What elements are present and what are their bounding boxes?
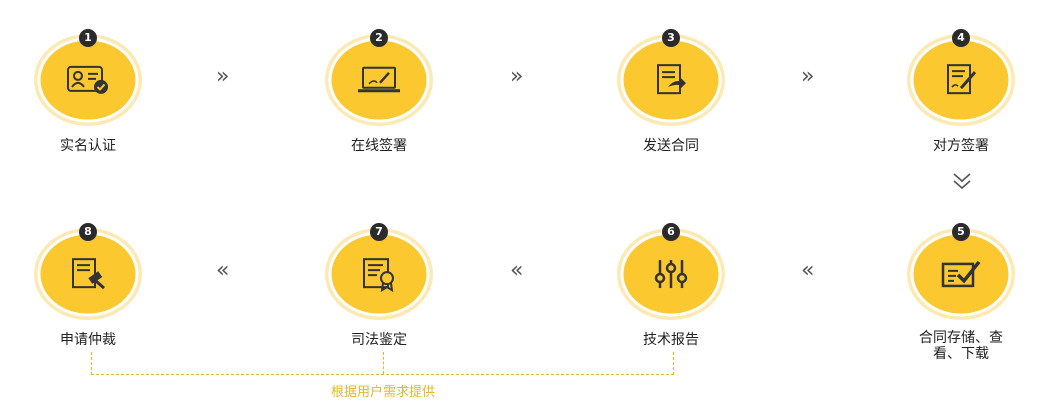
arrow-left-2: « — [510, 258, 524, 283]
bracket-note: 根据用户需求提供 — [330, 385, 435, 400]
step-number-badge: 8 — [79, 223, 97, 241]
step-number-badge: 5 — [952, 223, 970, 241]
step-8: 8 申请仲裁 — [8, 222, 168, 348]
document-pen-icon — [947, 64, 977, 95]
certificate-seal-icon — [363, 258, 394, 293]
step-label: 在线签署 — [351, 138, 407, 154]
equalizer-icon — [654, 260, 688, 289]
step-label: 合同存储、查看、下载 — [919, 330, 1003, 362]
optional-services-bracket — [91, 352, 674, 375]
arrow-left-1: « — [216, 258, 230, 283]
bracket-connector — [383, 352, 384, 374]
arrow-right-2: » — [510, 64, 524, 89]
arrow-right-3: » — [801, 64, 815, 89]
arrow-left-3: « — [801, 258, 815, 283]
step-circle — [325, 228, 433, 320]
step-number-badge: 7 — [370, 223, 388, 241]
document-send-icon — [657, 64, 686, 95]
arrow-down — [953, 173, 971, 190]
step-7: 7 司法鉴定 — [299, 222, 459, 348]
step-label: 技术报告 — [643, 332, 699, 348]
step-number-badge: 1 — [79, 29, 97, 47]
step-number-badge: 6 — [662, 223, 680, 241]
step-label: 实名认证 — [60, 138, 116, 154]
step-number-badge: 2 — [370, 29, 388, 47]
step-number-badge: 4 — [952, 29, 970, 47]
step-2: 2 在线签署 — [299, 28, 459, 154]
step-number-badge: 3 — [662, 29, 680, 47]
step-label: 司法鉴定 — [351, 332, 407, 348]
step-label: 对方签署 — [933, 138, 989, 154]
step-circle — [907, 228, 1015, 320]
step-1: 1 实名认证 — [8, 28, 168, 154]
step-6: 6 技术报告 — [591, 222, 751, 348]
step-3: 3 发送合同 — [591, 28, 751, 154]
id-card-check-icon — [67, 65, 108, 94]
laptop-sign-icon — [358, 66, 400, 93]
arrow-right-1: » — [216, 64, 230, 89]
checklist-icon — [941, 260, 981, 288]
step-circle — [34, 228, 142, 320]
step-4: 4 对方签署 — [881, 28, 1041, 154]
step-circle — [617, 34, 725, 126]
step-circle — [34, 34, 142, 126]
step-5: 5 合同存储、查看、下载 — [881, 222, 1041, 362]
document-gavel-icon — [72, 258, 105, 290]
step-label: 发送合同 — [643, 138, 699, 154]
step-label: 申请仲裁 — [60, 332, 116, 348]
